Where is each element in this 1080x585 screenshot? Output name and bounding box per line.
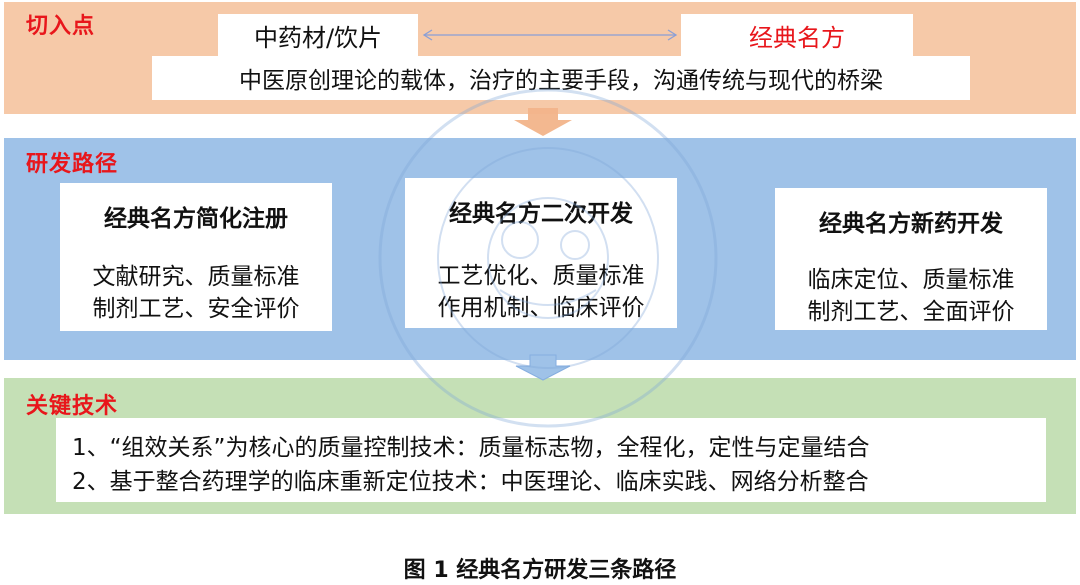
key-tech-title: 关键技术 (26, 394, 119, 419)
card-secondary-development: 经典名方二次开发 工艺优化、质量标准 作用机制、临床评价 (405, 178, 677, 328)
herbs-box: 中药材/饮片 (218, 14, 418, 56)
key-tech-item-1: 1、“组效关系”为核心的质量控制技术：质量标志物，全程化，定性与定量结合 (72, 435, 870, 461)
rd-path-title: 研发路径 (26, 152, 119, 177)
entry-point-title: 切入点 (26, 14, 96, 39)
card-new-drug-development: 经典名方新药开发 临床定位、质量标准 制剂工艺、全面评价 (775, 188, 1047, 330)
card-title: 经典名方新药开发 (819, 211, 1003, 237)
card-simplified-registration: 经典名方简化注册 文献研究、质量标准 制剂工艺、安全评价 (60, 183, 332, 331)
carrier-description-box: 中医原创理论的载体，治疗的主要手段，沟通传统与现代的桥梁 (152, 56, 970, 100)
figure-caption: 图 1 经典名方研发三条路径 (403, 558, 677, 583)
classic-formula-box: 经典名方 (681, 14, 913, 56)
card-line: 制剂工艺、全面评价 (807, 299, 1015, 325)
card-line: 临床定位、质量标准 (807, 267, 1015, 293)
card-line: 制剂工艺、安全评价 (92, 296, 300, 322)
key-tech-item-2: 2、基于整合药理学的临床重新定位技术：中医理论、临床实践、网络分析整合 (72, 469, 869, 495)
card-line: 文献研究、质量标准 (92, 264, 300, 290)
key-tech-box: 1、“组效关系”为核心的质量控制技术：质量标志物，全程化，定性与定量结合 2、基… (56, 418, 1046, 502)
card-line: 作用机制、临床评价 (437, 295, 645, 321)
card-title: 经典名方简化注册 (104, 206, 288, 232)
card-title: 经典名方二次开发 (449, 201, 633, 227)
card-line: 工艺优化、质量标准 (437, 263, 645, 289)
